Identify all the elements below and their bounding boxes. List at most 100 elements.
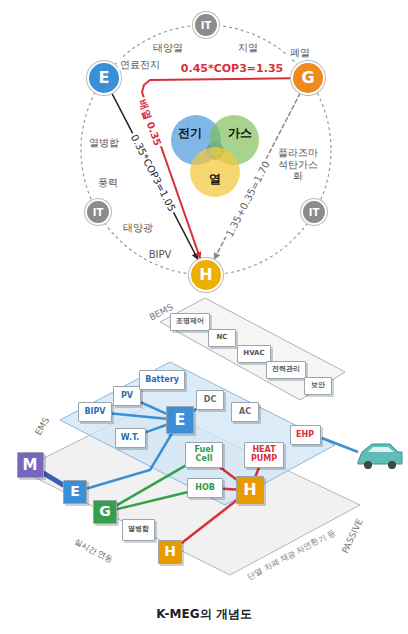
node-text: AC	[239, 408, 251, 417]
node-text: PV	[121, 392, 133, 401]
label-box: 플라즈마 석탄가스화	[272, 147, 324, 183]
venn-circle: 열	[190, 147, 240, 197]
node-text: IT	[201, 20, 212, 31]
energy-node: G	[291, 61, 325, 95]
node-text: Battery	[145, 376, 179, 385]
node-text: HVAC	[243, 350, 264, 358]
node-text: BIPV	[84, 408, 105, 417]
label-box: 지열	[236, 36, 260, 55]
node-text: H	[243, 481, 256, 499]
source-label: 풍력	[96, 177, 120, 189]
node-text: Fuel Cell	[190, 446, 218, 464]
connector	[117, 466, 185, 505]
passive-note: 단열 차폐 채광 자연환기 등	[244, 527, 339, 583]
connector	[221, 468, 236, 479]
node-text: E	[175, 411, 186, 429]
node-text: 가스	[228, 127, 252, 140]
carrier-box: H	[158, 540, 182, 564]
component-box: 열병합	[122, 519, 155, 541]
node-text: HEAT PUMP	[249, 446, 279, 464]
connector	[223, 488, 236, 491]
edge-label-box: 1.35+0.35=1.70	[217, 155, 274, 241]
label-box: 단열 차폐 채광 자연환기 등	[240, 520, 339, 585]
node-text: G	[301, 69, 314, 87]
carrier-box: H	[236, 476, 264, 504]
edge-label: 0.45*COP3=1.35	[179, 63, 285, 76]
connector	[141, 402, 166, 413]
node-text: IT	[93, 207, 104, 218]
component-box: AC	[231, 402, 259, 422]
bems-cube: 전력관리	[266, 361, 306, 379]
carrier-box: E	[63, 480, 87, 504]
component-box: BIPV	[78, 402, 112, 422]
label-box: BEMS	[143, 295, 178, 326]
component-box: Battery	[139, 370, 185, 390]
connector	[142, 78, 291, 259]
node-text: G	[99, 504, 111, 519]
node-text: H	[199, 266, 212, 284]
component-box: DC	[196, 390, 224, 410]
node-text: E	[99, 69, 110, 87]
node-text: 전력관리	[272, 366, 300, 374]
source-label: 지열	[236, 42, 260, 54]
component-box: EHP	[290, 425, 321, 445]
caption-box: K-MEG의 개념도	[154, 603, 253, 622]
source-label: 연료전지	[118, 59, 162, 71]
energy-node: H	[189, 258, 223, 292]
car-wire	[322, 438, 358, 452]
label-box: 열병합	[87, 131, 121, 150]
source-label: 플라즈마 석탄가스화	[272, 147, 324, 182]
connector	[44, 473, 64, 485]
node-text: 전기	[178, 127, 202, 140]
bems-cube: 보안	[304, 377, 332, 395]
label-box: EMS	[26, 410, 54, 440]
caption: K-MEG의 개념도	[154, 608, 253, 622]
carrier-box: M	[17, 452, 44, 478]
bems-cube: NC	[208, 329, 236, 347]
node-text: E	[70, 484, 80, 499]
link-label: 실시간 연동	[71, 536, 117, 565]
connector	[117, 492, 187, 509]
node-text: EHP	[296, 431, 314, 440]
it-ring	[81, 25, 331, 275]
layer-label: PASSIVE	[339, 515, 366, 556]
node-text: 열병합	[128, 526, 149, 534]
connector	[256, 468, 259, 476]
bems-cube: 조명제어	[170, 313, 210, 331]
connector	[146, 425, 167, 432]
node-text: 조명제어	[176, 318, 204, 326]
node-text: NC	[217, 334, 228, 342]
component-box: HOB	[187, 478, 223, 498]
edge-label: 1.35+0.35=1.70	[223, 158, 274, 241]
label-box: 연료전지	[118, 53, 162, 72]
source-label: 태양광	[121, 222, 155, 234]
energy-node: E	[87, 61, 121, 95]
component-box: PV	[113, 386, 141, 406]
node-text: IT	[309, 207, 320, 218]
layer-label: BEMS	[146, 301, 177, 324]
node-text: M	[23, 457, 38, 474]
label-box: BIPV	[147, 243, 174, 262]
edge-label-box: 0.45*COP3=1.35	[179, 57, 285, 76]
source-label: 폐열	[288, 47, 312, 59]
label-box: 폐열	[288, 41, 312, 60]
source-label: BIPV	[147, 249, 174, 261]
label-box: 풍력	[96, 171, 120, 190]
node-text: 열	[209, 173, 221, 186]
electric-car	[358, 444, 402, 469]
carrier-box: E	[166, 406, 194, 434]
node-text: 보안	[311, 382, 325, 390]
component-box: W.T.	[115, 428, 146, 448]
it-node: IT	[85, 199, 111, 225]
node-text: HOB	[195, 484, 215, 493]
component-box: HEAT PUMP	[244, 442, 284, 468]
bems-plane	[160, 298, 345, 400]
connector	[182, 501, 236, 543]
carrier-box: G	[93, 500, 117, 524]
source-label: 태양열	[151, 42, 185, 54]
component-box: Fuel Cell	[185, 442, 223, 468]
node-text: H	[164, 544, 176, 559]
connector	[112, 414, 166, 419]
node-text: W.T.	[121, 434, 140, 443]
it-node: IT	[301, 199, 327, 225]
